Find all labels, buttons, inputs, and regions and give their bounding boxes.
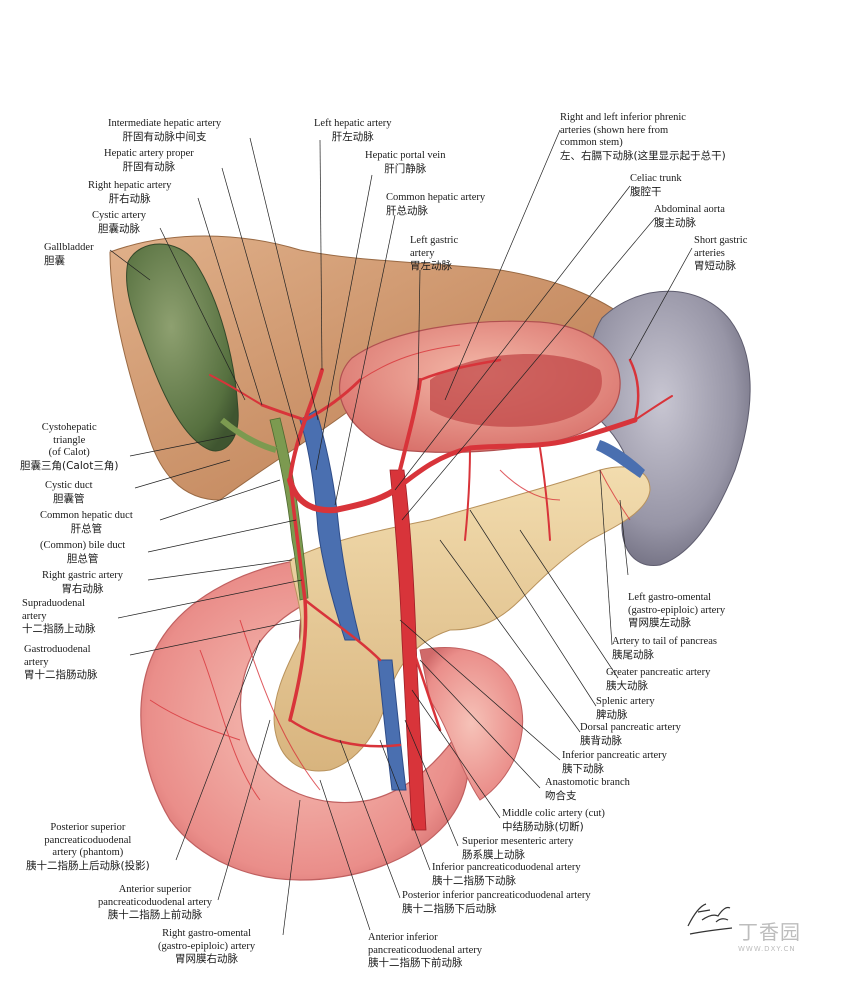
label-left-gastro-omental-artery: Left gastro-omental(gastro-epiploic) art…	[628, 592, 726, 629]
pancreas	[273, 466, 651, 772]
watermark: 丁香园 WWW.DXY.CN	[738, 916, 801, 953]
duodenum	[140, 559, 469, 881]
gallbladder	[126, 243, 239, 452]
sm-vein	[377, 659, 407, 791]
watermark-url: WWW.DXY.CN	[738, 945, 796, 953]
watermark-brand: 丁香园	[738, 920, 801, 944]
label-middle-colic-artery: Middle colic artery (cut)中结肠动脉(切断)	[502, 808, 605, 833]
arteries	[209, 358, 673, 748]
label-posterior-inferior-pancreaticoduodenal-artery: Posterior inferior pancreaticoduodenal a…	[402, 890, 591, 915]
netter-signature	[687, 903, 733, 935]
aorta	[389, 469, 427, 831]
leader-lines	[109, 129, 693, 936]
portal-vein	[299, 409, 361, 641]
label-right-gastro-omental-artery: Right gastro-omental(gastro-epiploic) ar…	[158, 928, 256, 965]
